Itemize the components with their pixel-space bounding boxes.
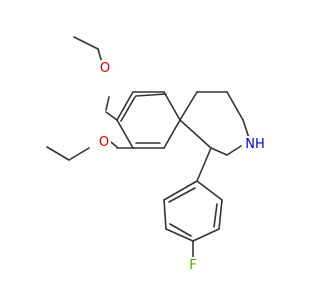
bond [213, 203, 218, 228]
bond [218, 199, 223, 230]
bond [120, 96, 136, 122]
bond [46, 146, 70, 161]
bond [168, 187, 196, 203]
bond [165, 228, 194, 242]
oxygen-atom-upper: O [100, 61, 110, 76]
fluorine-atom: F [189, 258, 196, 273]
bond [179, 119, 212, 149]
bond [163, 180, 198, 201]
bond [105, 111, 118, 121]
oxygen-atom-lower: O [99, 135, 109, 150]
bond [210, 147, 228, 156]
bond [105, 96, 110, 111]
bond [242, 119, 250, 139]
bond [163, 119, 181, 149]
bond [192, 228, 220, 242]
bond [68, 147, 90, 161]
bond [226, 91, 244, 121]
bond [116, 119, 134, 149]
nitrogen-atom: NH [245, 137, 265, 152]
bond [179, 91, 198, 121]
bond [163, 91, 181, 121]
bond [163, 199, 167, 230]
bond [135, 93, 167, 97]
bond [196, 147, 212, 182]
bond [226, 145, 242, 156]
molecule-drawing: O O NH F [46, 36, 266, 273]
bond [116, 91, 134, 121]
bond [196, 180, 223, 201]
structure-canvas: O O NH F [46, 36, 266, 273]
bond [169, 223, 192, 237]
bond [73, 36, 99, 50]
